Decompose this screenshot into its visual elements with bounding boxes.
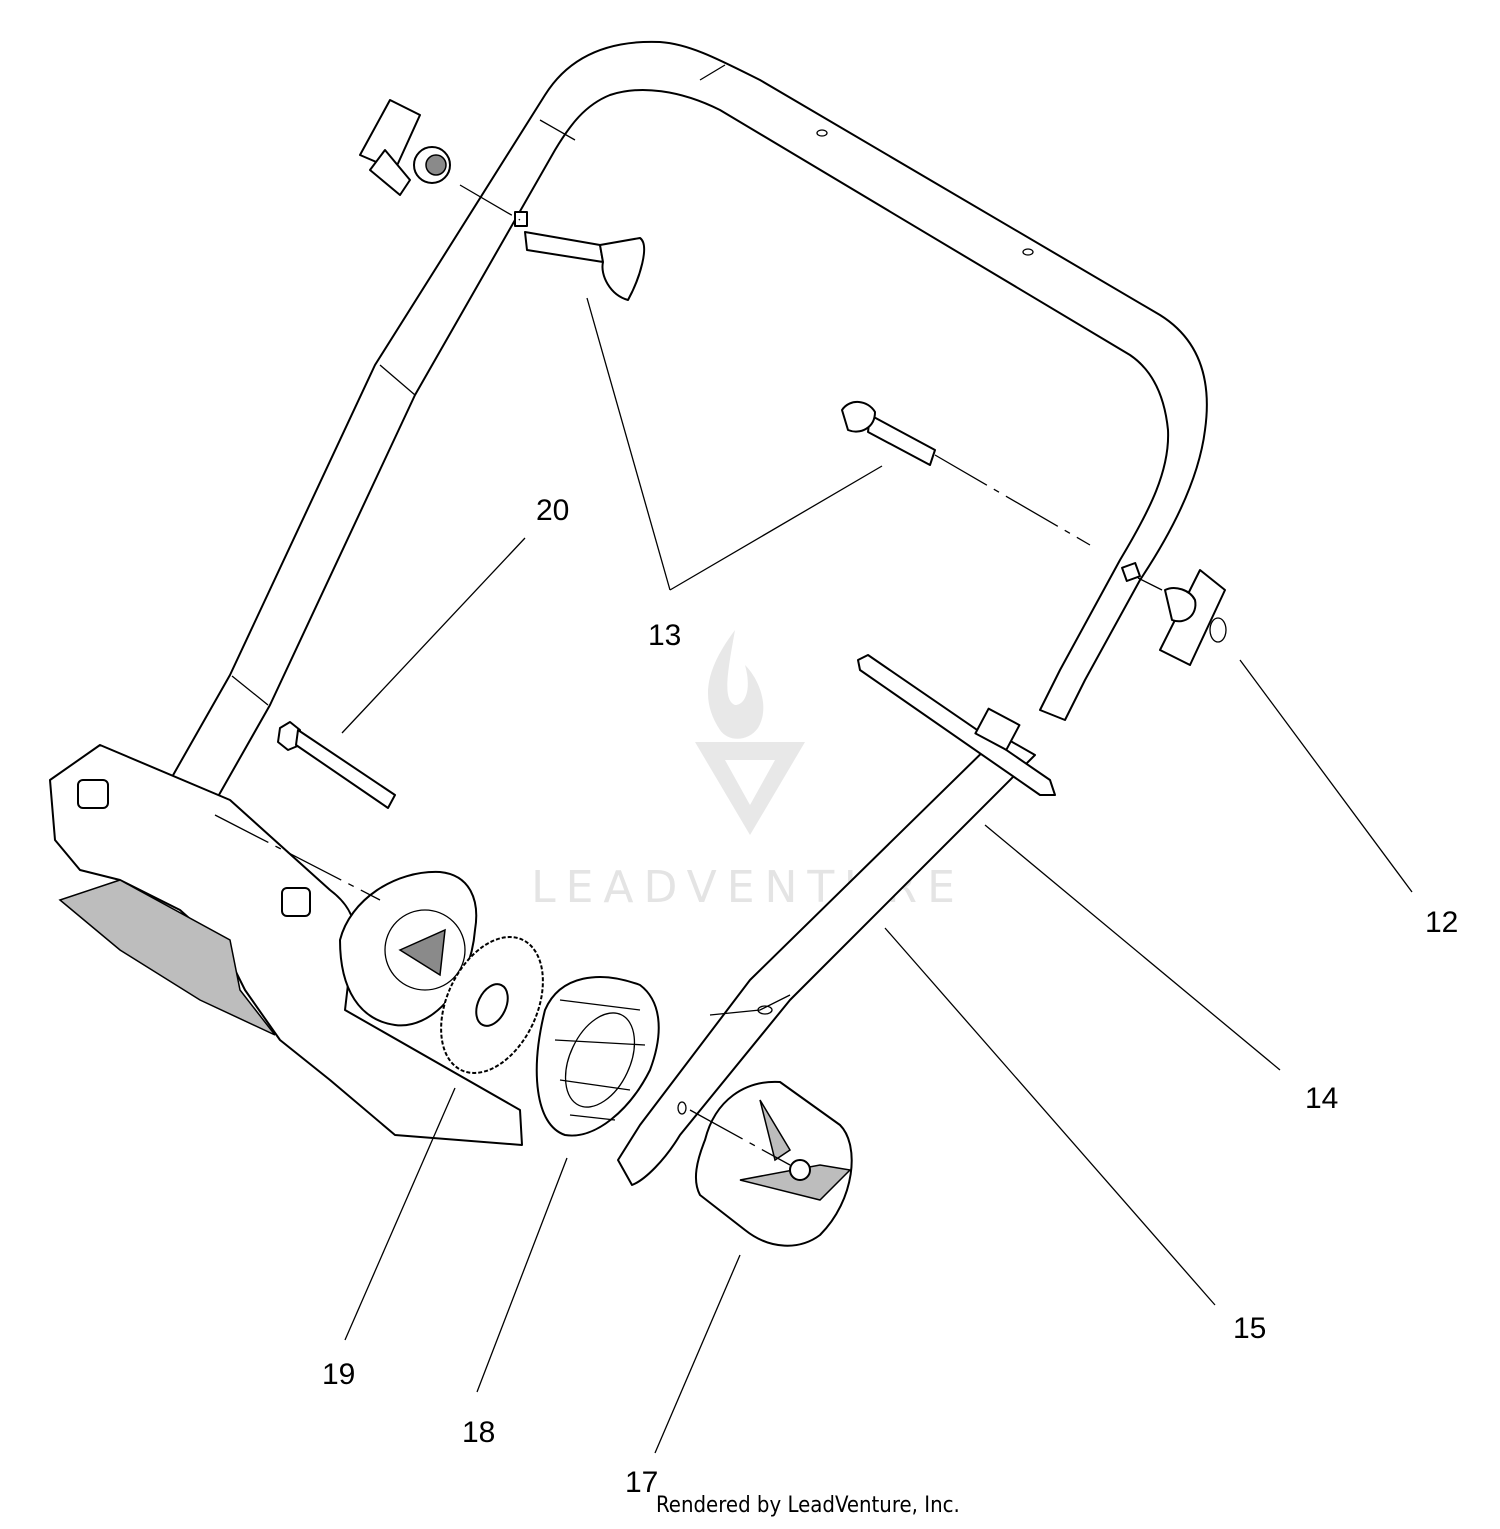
footer-credit: Rendered by LeadVenture, Inc. <box>656 1493 960 1518</box>
knob-upper-left <box>359 99 451 196</box>
bolt-lower <box>277 721 396 809</box>
callout-15: 15 <box>1233 1312 1266 1345</box>
callout-19: 19 <box>322 1358 355 1391</box>
cable-clip <box>857 654 1056 796</box>
callout-18: 18 <box>462 1416 495 1449</box>
alignment-line-bolt-right <box>934 454 1091 546</box>
watermark-logo <box>695 630 805 835</box>
callout-17: 17 <box>625 1466 658 1499</box>
alignment-line-bracket <box>214 814 381 901</box>
lower-handle <box>617 734 1036 1186</box>
callout-20: 20 <box>536 494 569 527</box>
bolt-right <box>841 401 936 466</box>
toothed-washer <box>440 936 544 1074</box>
alignment-line-knob-left <box>459 184 521 221</box>
ratchet-housing <box>535 976 660 1137</box>
knob-right <box>1121 562 1227 666</box>
upper-handle <box>121 40 1208 891</box>
leader-lines <box>341 297 1413 1454</box>
callout-13: 13 <box>648 619 681 652</box>
alignment-line-knob-right <box>1137 577 1163 591</box>
callout-12: 12 <box>1425 906 1458 939</box>
end-cap <box>694 1080 853 1247</box>
callout-14: 14 <box>1305 1082 1338 1115</box>
alignment-line-cap <box>689 1109 791 1166</box>
deck-bracket <box>49 744 523 1146</box>
bolt-upper <box>514 211 645 301</box>
